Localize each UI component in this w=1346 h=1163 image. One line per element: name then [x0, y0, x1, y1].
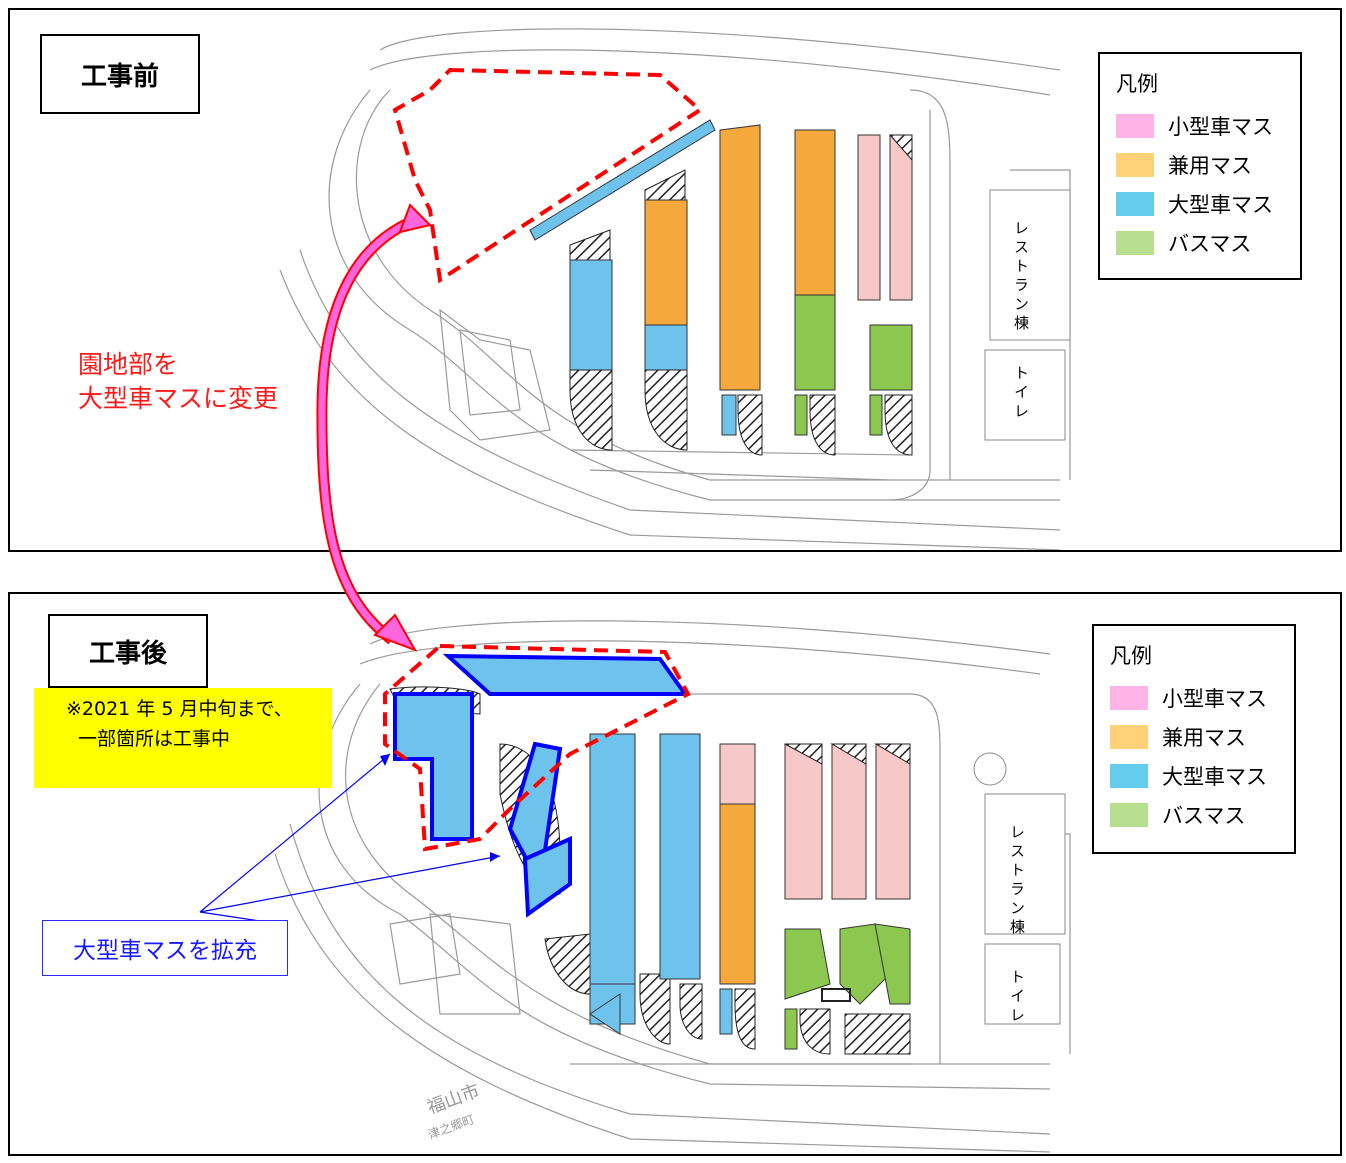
small-vehicle-bays [889, 134, 913, 301]
legend-swatch-small [1116, 113, 1154, 138]
legend-swatch-small [1110, 685, 1148, 710]
after-site-plan: 福山市 津之郷町 [199, 620, 1071, 1153]
new-large-bays-top [442, 653, 689, 696]
restaurant-building-label: レストラン棟 [1012, 220, 1030, 334]
toilet-building-label: トイレ [1012, 365, 1030, 422]
small-vehicle-bays [875, 743, 911, 900]
legend-label-bus: バスマス [1162, 803, 1246, 828]
legend-title: 凡例 [1110, 644, 1152, 668]
expansion-pointer-line-2 [199, 855, 501, 913]
bus-bays [869, 324, 913, 391]
construction-note-line-1: ※2021 年 5 月中旬まで、 [66, 698, 293, 720]
shared-bays [719, 803, 756, 985]
converted-area-outline [383, 643, 691, 852]
new-large-bays [393, 653, 689, 918]
after-construction-panel: 福山市 津之郷町 工事後 ※2021 年 5 月中旬まで、 一部箇所は工事中 大… [8, 592, 1342, 1156]
legend-swatch-bus [1116, 230, 1154, 255]
toilet-building-shape [984, 943, 1061, 1025]
legend-item-large: 大型車マス [1116, 184, 1284, 223]
legend-swatch-large [1110, 763, 1148, 788]
legend-swatch-large [1116, 191, 1154, 216]
restaurant-building-shape [989, 189, 1071, 341]
before-site-plan [279, 28, 1071, 550]
toilet-building-label: トイレ [1008, 969, 1026, 1026]
conversion-note: 園地部を 大型車マスに変更 [78, 348, 278, 416]
expansion-pointer-line-1 [199, 753, 391, 913]
legend-label-small: 小型車マス [1168, 114, 1273, 139]
before-legend: 凡例 小型車マス 兼用マス 大型車マス バスマス [1098, 52, 1302, 280]
parking-islands [569, 124, 913, 456]
large-vehicle-bays [644, 324, 688, 371]
shared-bays [794, 129, 836, 296]
shared-bays [719, 124, 761, 391]
legend-swatch-shared [1116, 152, 1154, 177]
restaurant-building-shape [984, 793, 1066, 935]
legend-label-large: 大型車マス [1168, 192, 1273, 217]
legend-item-shared: 兼用マス [1110, 717, 1278, 756]
construction-note: ※2021 年 5 月中旬まで、 一部箇所は工事中 [34, 688, 332, 788]
legend-item-large: 大型車マス [1110, 756, 1278, 795]
large-vehicle-bays [589, 733, 636, 985]
garden-area-outline [392, 67, 704, 284]
bus-bays [794, 294, 836, 391]
small-vehicle-bays [831, 743, 867, 900]
new-large-bays-diagonal-2 [522, 835, 572, 918]
restaurant-building-label: レストラン棟 [1008, 824, 1026, 938]
shared-bays [644, 199, 688, 326]
place-label-1: 福山市 [425, 1080, 483, 1118]
conversion-note-line-1: 園地部を [78, 350, 179, 379]
before-title: 工事前 [40, 34, 200, 114]
small-vehicle-bays [719, 743, 756, 805]
conversion-note-line-2: 大型車マスに変更 [78, 384, 279, 413]
bus-bays [784, 928, 831, 1000]
large-bays-strip [529, 119, 716, 241]
after-legend: 凡例 小型車マス 兼用マス 大型車マス バスマス [1092, 624, 1296, 854]
before-construction-panel: 工事前 園地部を 大型車マスに変更 レストラン棟 トイレ 凡例 小型車マス 兼用… [8, 8, 1342, 552]
legend-item-shared: 兼用マス [1116, 145, 1284, 184]
bus-bays [839, 923, 891, 1005]
legend-item-small: 小型車マス [1116, 106, 1284, 145]
legend-label-shared: 兼用マス [1162, 725, 1246, 750]
legend-label-bus: バスマス [1168, 231, 1252, 256]
after-title: 工事後 [48, 614, 208, 688]
legend-item-bus: バスマス [1116, 223, 1284, 262]
large-vehicle-bays [659, 733, 701, 980]
small-vehicle-bays [857, 134, 881, 301]
legend-label-small: 小型車マス [1162, 686, 1267, 711]
toilet-building-shape [984, 349, 1066, 441]
large-vehicle-bays [569, 259, 613, 371]
bus-bays [874, 923, 911, 1005]
legend-label-shared: 兼用マス [1168, 153, 1252, 178]
legend-swatch-bus [1110, 802, 1148, 827]
legend-label-large: 大型車マス [1162, 764, 1267, 789]
legend-item-small: 小型車マス [1110, 678, 1278, 717]
construction-note-line-2: 一部箇所は工事中 [78, 728, 231, 750]
legend-title: 凡例 [1116, 72, 1158, 96]
legend-swatch-shared [1110, 724, 1148, 749]
small-vehicle-bays [784, 743, 823, 900]
expansion-note: 大型車マスを拡充 [42, 920, 288, 976]
legend-item-bus: バスマス [1110, 795, 1278, 834]
new-large-bays-left [393, 692, 474, 841]
